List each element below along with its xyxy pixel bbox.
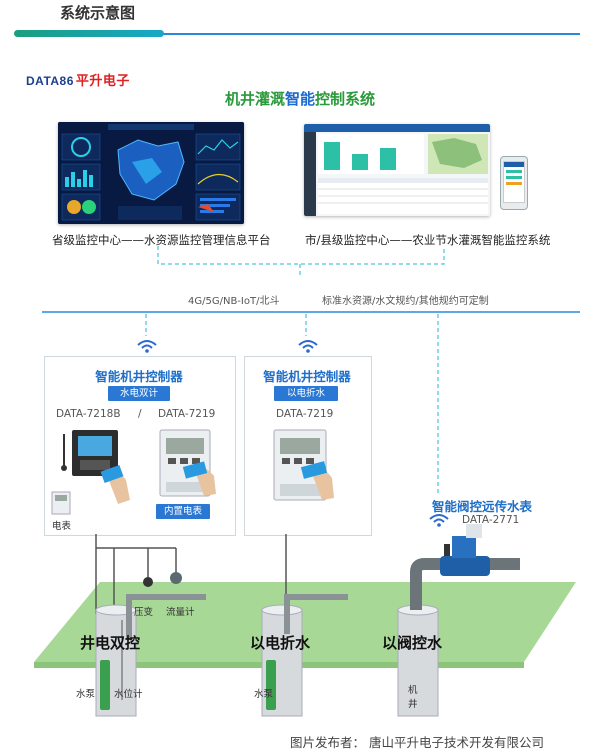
standard-protocols-label: 标准水资源/水文规约/其他规约可定制 <box>322 296 489 307</box>
pump-label-1: 水泵 <box>76 689 96 700</box>
electric-meter-label: 电表 <box>52 521 72 532</box>
network-protocols-label: 4G/5G/NB-IoT/北斗 <box>188 296 280 307</box>
controller-2-badge: 以电折水 <box>274 386 338 401</box>
valve-meter-title: 智能阀控远传水表 <box>432 499 533 514</box>
wifi-icon <box>429 514 449 527</box>
scene-label-well-electric: 井电双控 <box>80 634 141 652</box>
logo-brand: DATA86 <box>26 74 74 88</box>
wifi-icon <box>137 340 157 353</box>
controller-1-model-b: DATA-7219 <box>158 408 216 420</box>
section-title: 系统示意图 <box>60 4 136 22</box>
province-center-caption: 省级监控中心——水资源监控管理信息平台 <box>52 233 271 247</box>
valve-meter-model: DATA-2771 <box>462 514 520 526</box>
header-rule <box>150 33 580 35</box>
controller-1-badge: 水电双计 <box>108 386 170 401</box>
mobile-phone <box>500 156 528 210</box>
header-accent-bar <box>14 30 164 37</box>
scene-label-valve-water: 以阀控水 <box>382 634 443 652</box>
builtin-meter-badge: 内置电表 <box>156 504 210 519</box>
well-label: 机井 <box>408 685 418 710</box>
pressure-sensor-label: 压变 <box>134 607 154 618</box>
water-level-label: 水位计 <box>114 689 143 700</box>
model-separator: / <box>138 408 142 420</box>
controller-1-devices <box>51 429 216 515</box>
province-dashboard-screenshot <box>58 122 244 224</box>
controller-1-title: 智能机井控制器 <box>95 369 183 384</box>
controller-2-model: DATA-7219 <box>276 408 334 420</box>
system-title: 机井灌溉智能控制系统 <box>224 90 376 108</box>
city-system-screenshot <box>304 124 490 216</box>
scene-label-electric-water: 以电折水 <box>250 634 311 652</box>
software-graphic <box>304 124 490 216</box>
logo-cn: 平升电子 <box>75 74 130 89</box>
controller-1-model-a: DATA-7218B <box>56 408 121 420</box>
flow-meter-label: 流量计 <box>166 607 195 618</box>
controller-2-title: 智能机井控制器 <box>263 369 351 384</box>
pump-label-2: 水泵 <box>254 689 274 700</box>
city-center-caption: 市/县级监控中心——农业节水灌溉智能监控系统 <box>305 233 551 247</box>
controller-2-devices <box>273 429 334 501</box>
publisher-footer: 图片发布者： 唐山平升电子技术开发有限公司 <box>290 735 544 750</box>
dashboard-graphic <box>58 122 244 224</box>
wifi-icon <box>298 340 318 353</box>
